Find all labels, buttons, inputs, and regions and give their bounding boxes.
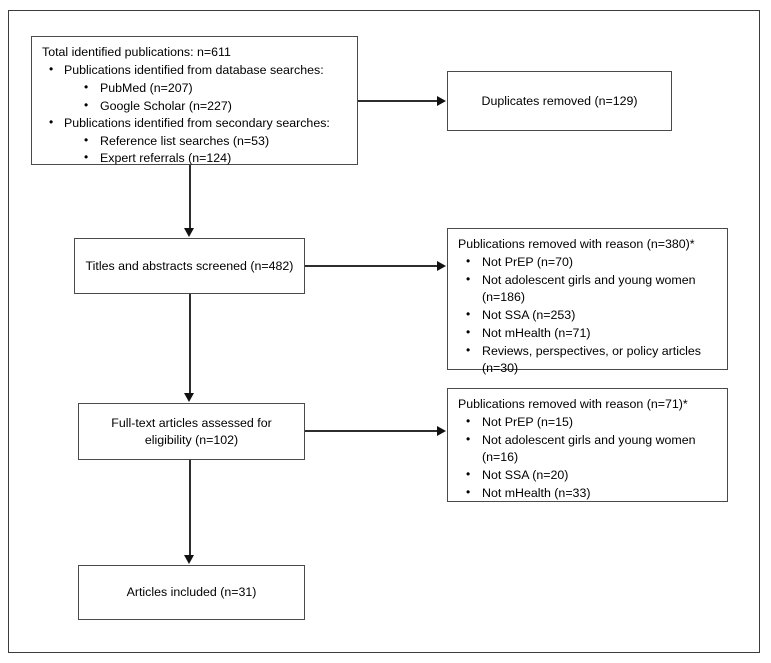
arrowhead-screening-to-eligibility xyxy=(184,393,195,402)
duplicates-removed-box: Duplicates removed (n=129) xyxy=(447,71,672,131)
connector-eligibility-to-included xyxy=(189,460,191,556)
arrowhead-identification-to-screening xyxy=(184,228,195,237)
connector-eligibility-to-exclusions xyxy=(305,430,438,432)
exclusion-reason-label: Not adolescent girls and young women (n=… xyxy=(482,432,696,464)
screening-label: Titles and abstracts screened (n=482) xyxy=(85,258,294,273)
identification-source-label: Expert referrals (n=124) xyxy=(100,151,232,166)
identification-group: Publications identified from secondary s… xyxy=(42,114,351,168)
included-box: Articles included (n=31) xyxy=(78,565,305,620)
eligibility-exclusions-header: Publications removed with reason (n=71)* xyxy=(458,397,688,411)
exclusion-reason: Not SSA (n=253) xyxy=(458,306,721,324)
exclusion-reason-label: Not SSA (n=20) xyxy=(482,468,569,483)
included-label: Articles included (n=31) xyxy=(126,585,257,600)
exclusion-reason-label: Not adolescent girls and young women (n=… xyxy=(482,272,696,304)
eligibility-exclusions-list: Not PrEP (n=15) Not adolescent girls and… xyxy=(458,413,721,503)
exclusion-reason: Not SSA (n=20) xyxy=(458,466,721,484)
screening-exclusions-header: Publications removed with reason (n=380)… xyxy=(458,237,695,251)
connector-identification-to-screening xyxy=(189,165,191,229)
exclusion-reason: Not mHealth (n=71) xyxy=(458,324,721,342)
exclusion-reason-label: Not PrEP (n=15) xyxy=(482,414,574,429)
eligibility-label-line2: eligibility (n=102) xyxy=(144,432,239,447)
identification-source-list: Publications identified from database se… xyxy=(42,61,351,168)
screening-box: Titles and abstracts screened (n=482) xyxy=(74,238,305,294)
identification-source: Reference list searches (n=53) xyxy=(64,132,351,151)
identification-source-label: Reference list searches (n=53) xyxy=(100,133,270,148)
identification-source: Google Scholar (n=227) xyxy=(64,97,351,116)
identification-group-label: Publications identified from secondary s… xyxy=(64,116,330,131)
screening-exclusions-box: Publications removed with reason (n=380)… xyxy=(447,228,728,375)
identification-group: Publications identified from database se… xyxy=(42,61,351,116)
identification-source-label: Google Scholar (n=227) xyxy=(100,98,232,113)
screening-exclusions-list: Not PrEP (n=70) Not adolescent girls and… xyxy=(458,253,721,378)
exclusion-reason-label: Not mHealth (n=71) xyxy=(482,326,591,341)
arrowhead-eligibility-to-included xyxy=(184,555,195,564)
identification-title: Total identified publications: n=611 xyxy=(42,45,231,59)
exclusion-reason: Not adolescent girls and young women (n=… xyxy=(458,271,721,306)
eligibility-exclusions-box: Publications removed with reason (n=71)*… xyxy=(447,388,728,502)
exclusion-reason: Not mHealth (n=33) xyxy=(458,484,721,502)
connector-screening-to-eligibility xyxy=(189,294,191,394)
identification-source: Expert referrals (n=124) xyxy=(64,149,351,168)
identification-subsource-list: Reference list searches (n=53) Expert re… xyxy=(64,132,351,168)
arrowhead-eligibility-to-exclusions xyxy=(437,425,446,436)
exclusion-reason: Not PrEP (n=70) xyxy=(458,253,721,271)
eligibility-box: Full-text articles assessed for eligibil… xyxy=(78,403,305,460)
exclusion-reason: Not adolescent girls and young women (n=… xyxy=(458,431,721,466)
duplicates-removed-label: Duplicates removed (n=129) xyxy=(481,93,638,108)
exclusion-reason-label: Not PrEP (n=70) xyxy=(482,254,574,269)
connector-screening-to-exclusions xyxy=(305,265,438,267)
exclusion-reason: Reviews, perspectives, or policy article… xyxy=(458,342,721,377)
connector-identification-to-duplicates xyxy=(358,100,438,102)
exclusion-reason-label: Not mHealth (n=33) xyxy=(482,486,591,501)
eligibility-label-line1: Full-text articles assessed for xyxy=(111,416,272,431)
exclusion-reason-label: Reviews, perspectives, or policy article… xyxy=(482,344,701,376)
identification-box: Total identified publications: n=611 Pub… xyxy=(31,36,358,168)
exclusion-reason-label: Not SSA (n=253) xyxy=(482,308,576,323)
identification-group-label: Publications identified from database se… xyxy=(64,63,324,78)
identification-subsource-list: PubMed (n=207) Google Scholar (n=227) xyxy=(64,79,351,116)
identification-source-label: PubMed (n=207) xyxy=(100,80,193,95)
exclusion-reason: Not PrEP (n=15) xyxy=(458,413,721,431)
arrowhead-identification-to-duplicates xyxy=(437,95,446,106)
arrowhead-screening-to-exclusions xyxy=(437,260,446,271)
identification-source: PubMed (n=207) xyxy=(64,79,351,98)
